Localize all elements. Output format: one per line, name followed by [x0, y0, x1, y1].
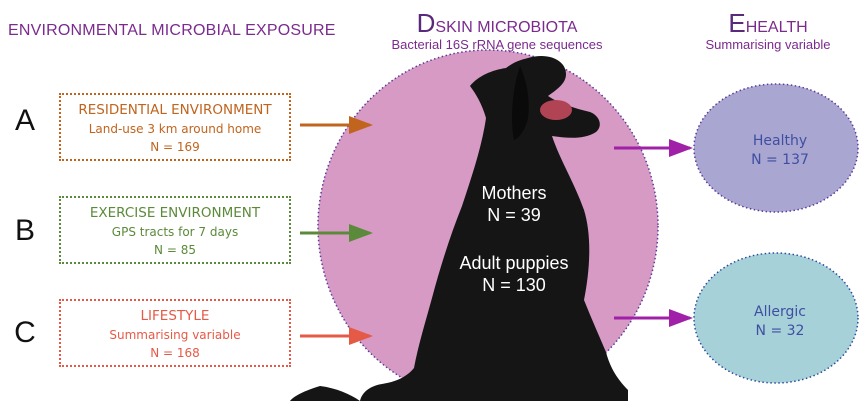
skin-subtitle: Bacterial 16S rRNA gene sequences — [382, 37, 612, 52]
residential-desc: Land-use 3 km around home — [61, 120, 289, 138]
letter-b: B — [10, 214, 40, 248]
health-title: HEALTH — [746, 19, 808, 36]
lifestyle-desc: Summarising variable — [61, 326, 289, 344]
skin-header: DSKIN MICROBIOTA Bacterial 16S rRNA gene… — [382, 10, 612, 52]
letter-e: E — [728, 8, 745, 38]
puppies-group: Adult puppies N = 130 — [424, 252, 604, 296]
residential-box: RESIDENTIAL ENVIRONMENT Land-use 3 km ar… — [59, 93, 291, 161]
exercise-title: EXERCISE ENVIRONMENT — [61, 204, 289, 223]
lifestyle-box: LIFESTYLE Summarising variable N = 168 — [59, 299, 291, 367]
mothers-label: Mothers — [424, 182, 604, 204]
residential-n: N = 169 — [61, 138, 289, 156]
health-subtitle: Summarising variable — [688, 37, 848, 52]
health-header: EHEALTH Summarising variable — [688, 10, 848, 52]
lifestyle-n: N = 168 — [61, 344, 289, 362]
puppies-n: N = 130 — [424, 274, 604, 296]
exercise-n: N = 85 — [61, 241, 289, 259]
lifestyle-title: LIFESTYLE — [61, 307, 289, 326]
letter-c: C — [10, 316, 40, 350]
mothers-group: Mothers N = 39 — [424, 182, 604, 226]
exposure-header: ENVIRONMENTAL MICROBIAL EXPOSURE — [8, 22, 336, 40]
letter-d: D — [417, 8, 436, 38]
healthy-n: N = 137 — [720, 151, 840, 170]
residential-title: RESIDENTIAL ENVIRONMENT — [61, 101, 289, 120]
skin-title: SKIN MICROBIOTA — [435, 19, 577, 36]
puppies-label: Adult puppies — [424, 252, 604, 274]
allergic-n: N = 32 — [720, 322, 840, 341]
exercise-box: EXERCISE ENVIRONMENT GPS tracts for 7 da… — [59, 196, 291, 264]
letter-a: A — [10, 104, 40, 138]
healthy-group: Healthy N = 137 — [720, 132, 840, 170]
healthy-label: Healthy — [720, 132, 840, 151]
allergic-label: Allergic — [720, 303, 840, 322]
exercise-desc: GPS tracts for 7 days — [61, 223, 289, 241]
allergic-group: Allergic N = 32 — [720, 303, 840, 341]
mothers-n: N = 39 — [424, 204, 604, 226]
